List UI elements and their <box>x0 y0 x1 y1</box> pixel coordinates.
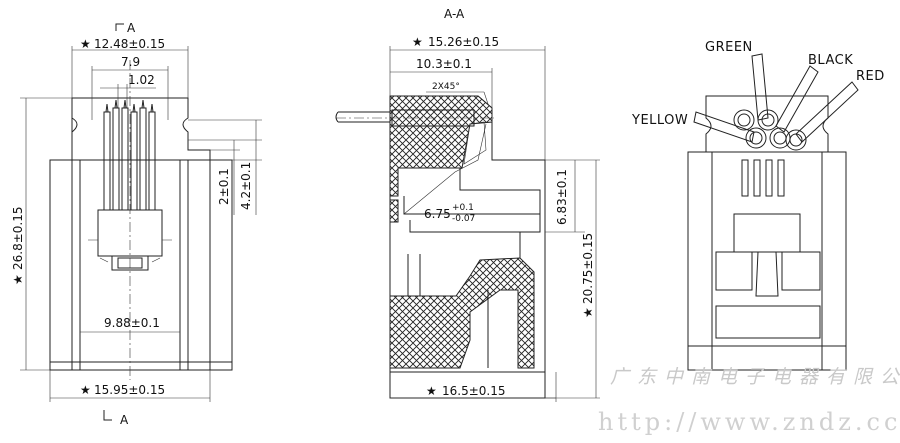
hatched-base <box>389 257 535 369</box>
dim-pin-pitch: 1.02 <box>128 73 155 87</box>
critical-star: ★ <box>80 383 91 397</box>
website-url: http://www.zndz.cc <box>598 408 900 436</box>
section-title: A-A <box>444 7 465 21</box>
dim-width-top: 12.48±0.15 <box>94 37 165 51</box>
dim-base-width-section: 16.5±0.15 <box>442 384 506 398</box>
dim-contact-offset-upper: +0.1 <box>452 203 474 213</box>
critical-star: ★ <box>80 37 91 51</box>
section-mark-top: A <box>127 21 136 35</box>
dim-pitch-span: 7.9 <box>121 55 140 69</box>
dim-chamfer: 2X45° <box>432 82 460 92</box>
dim-step-small: 2±0.1 <box>217 168 231 205</box>
dim-height: 26.8±0.15 <box>11 207 25 271</box>
critical-star: ★ <box>581 307 595 318</box>
wire-green <box>751 53 769 121</box>
dim-top-width: 15.26±0.15 <box>428 35 499 49</box>
critical-star: ★ <box>426 384 437 398</box>
dim-base-width: 15.95±0.15 <box>94 383 165 397</box>
dim-overall-height: 20.75±0.15 <box>581 233 595 304</box>
dim-contact-offset: 6.75 <box>424 207 451 221</box>
dim-inner-width: 9.88±0.1 <box>104 316 160 330</box>
dim-inner-depth: 10.3±0.1 <box>416 57 472 71</box>
company-name: 广东中南电子电器有限公司 <box>610 366 900 388</box>
wire-label-red: RED <box>856 69 885 84</box>
critical-star: ★ <box>412 35 423 49</box>
wire-label-black: BLACK <box>808 53 853 68</box>
dim-step-large: 4.2±0.1 <box>239 162 253 210</box>
wire-label-green: GREEN <box>705 40 753 55</box>
wire-yellow <box>693 111 755 143</box>
contact-pins <box>103 99 156 211</box>
section-mark-bottom: A <box>120 413 129 427</box>
section-arrow-bottom <box>103 410 112 421</box>
dim-contact-offset-lower: -0.07 <box>452 214 475 224</box>
front-body-outline <box>49 97 233 371</box>
wire-black <box>775 65 819 133</box>
wire-view: GREEN BLACK RED YELLOW <box>631 40 885 371</box>
critical-star: ★ <box>11 274 25 285</box>
section-view: A-A ★ 15.26±0.15 10.3±0.1 2X45° <box>335 7 600 402</box>
dim-contact-height: 6.83±0.1 <box>555 169 569 225</box>
wire-red <box>795 81 859 143</box>
hatched-top-shell <box>389 95 493 197</box>
section-arrow-top <box>115 23 124 31</box>
front-view: A ★ 12 <box>11 21 262 427</box>
wire-label-yellow: YELLOW <box>631 113 688 128</box>
